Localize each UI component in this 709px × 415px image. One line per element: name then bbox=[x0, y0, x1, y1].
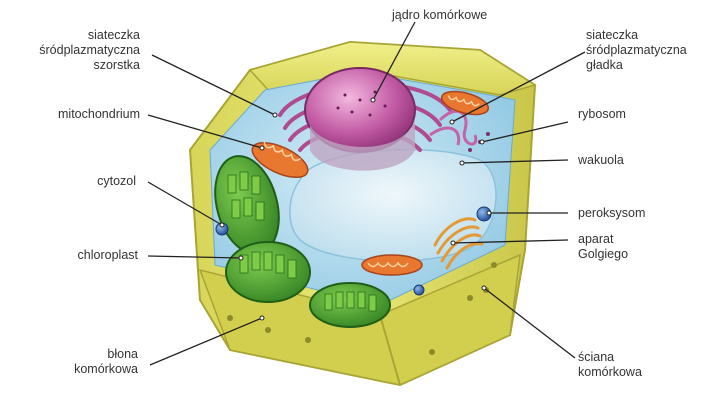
label-line: aparat bbox=[578, 232, 628, 247]
label-vacuole: wakuola bbox=[578, 153, 624, 168]
label-cell-membrane: błona komórkowa bbox=[74, 347, 138, 377]
label-cytosol: cytozol bbox=[97, 174, 136, 189]
label-line: komórkowa bbox=[578, 365, 642, 380]
label-line: komórkowa bbox=[74, 362, 138, 377]
label-golgi: aparat Golgiego bbox=[578, 232, 628, 262]
label-cell-wall: ściana komórkowa bbox=[578, 350, 642, 380]
label-smooth-er: siateczka śródplazmatyczna gładka bbox=[586, 28, 687, 73]
label-nucleus: jądro komórkowe bbox=[392, 8, 487, 23]
label-line: siateczka bbox=[39, 28, 140, 43]
label-rough-er: siateczka śródplazmatyczna szorstka bbox=[39, 28, 140, 73]
label-line: ściana bbox=[578, 350, 642, 365]
label-peroxisome: peroksysom bbox=[578, 206, 645, 221]
label-line: gładka bbox=[586, 58, 687, 73]
label-line: śródplazmatyczna bbox=[586, 43, 687, 58]
label-chloroplast: chloroplast bbox=[78, 248, 138, 263]
label-line: błona bbox=[74, 347, 138, 362]
label-line: szorstka bbox=[39, 58, 140, 73]
label-line: śródplazmatyczna bbox=[39, 43, 140, 58]
label-ribosome: rybosom bbox=[578, 107, 626, 122]
label-mitochondrion: mitochondrium bbox=[58, 107, 140, 122]
nucleus bbox=[305, 68, 415, 171]
label-line: siateczka bbox=[586, 28, 687, 43]
label-line: Golgiego bbox=[578, 247, 628, 262]
